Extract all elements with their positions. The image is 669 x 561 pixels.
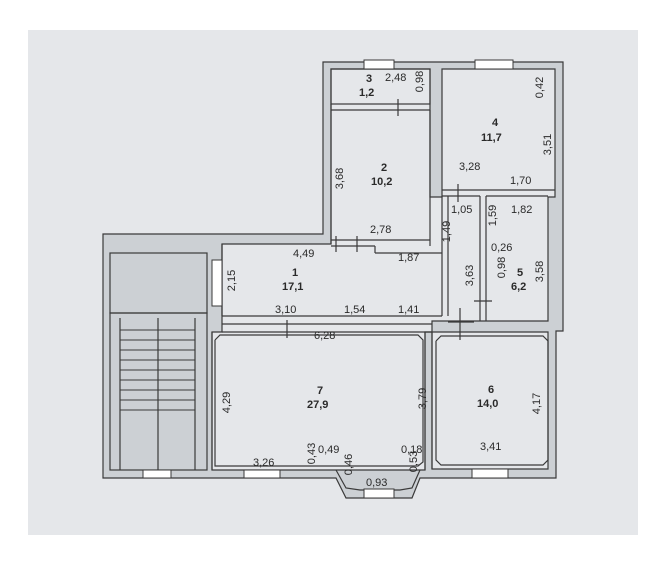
dim-label: 2,78 <box>370 224 392 236</box>
windows <box>142 59 514 499</box>
dim-label: 1,59 <box>487 204 500 227</box>
room-7-area: 27,9 <box>307 399 329 411</box>
dim-label: 0,93 <box>366 477 388 489</box>
dim-label: 3,58 <box>534 260 547 283</box>
dim-label: 4,29 <box>221 391 234 414</box>
stairwell <box>109 252 208 471</box>
dim-label: 3,68 <box>334 167 347 190</box>
dim-label: 1,82 <box>511 204 533 216</box>
dim-label: 1,87 <box>398 252 420 264</box>
dim-label: 3,79 <box>417 387 430 410</box>
dim-label: 1,54 <box>344 304 366 316</box>
room-1-number: 1 <box>292 267 299 279</box>
dim-label: 2,15 <box>226 269 239 292</box>
window-stair <box>142 469 172 479</box>
window-room6 <box>471 468 509 479</box>
dim-label: 1,05 <box>451 204 473 216</box>
window-bay <box>363 488 395 499</box>
window-room1 <box>211 259 223 307</box>
dim-label: 1,41 <box>398 304 420 316</box>
dim-label: 6,28 <box>314 330 336 342</box>
dim-label: 0,42 <box>534 76 547 99</box>
dim-label: 4,49 <box>293 248 315 260</box>
room-6-number: 6 <box>488 384 495 396</box>
window-room3 <box>363 59 395 70</box>
door-marks <box>286 99 492 340</box>
room-3-area: 1,2 <box>359 87 375 99</box>
room-5-number: 5 <box>517 267 524 279</box>
room-2-area: 10,2 <box>371 176 393 188</box>
room-3-number: 3 <box>366 73 373 85</box>
dim-label: 2,48 <box>385 72 407 84</box>
dim-label: 0,18 <box>401 444 423 456</box>
dim-label: 3,28 <box>459 161 481 173</box>
dim-label: 0,98 <box>414 70 427 93</box>
room-4-area: 11,7 <box>481 132 502 144</box>
dim-label: 3,10 <box>275 304 297 316</box>
dim-label: 3,41 <box>480 441 502 453</box>
window-room7 <box>243 469 281 479</box>
dim-label: 0,46 <box>343 453 356 476</box>
dim-label: 0,53 <box>408 450 421 473</box>
dim-label: 3,63 <box>464 264 477 287</box>
exterior-walls <box>102 61 564 499</box>
room-2-number: 2 <box>381 162 388 174</box>
dim-label: 0,49 <box>318 444 340 456</box>
dim-label: 3,26 <box>253 457 275 469</box>
room-5-area: 6,2 <box>511 281 527 293</box>
dim-label: 1,70 <box>510 175 532 187</box>
dim-label: 4,17 <box>531 392 544 415</box>
room-6-area: 14,0 <box>477 398 499 410</box>
interior-walls <box>211 68 555 491</box>
room-1-area: 17,1 <box>282 281 304 293</box>
window-room4 <box>474 59 514 70</box>
dim-label: 1,49 <box>441 220 454 243</box>
dim-label: 0,43 <box>306 442 319 465</box>
dim-label: 3,51 <box>542 133 555 156</box>
room-7-number: 7 <box>317 385 324 397</box>
room-4-number: 4 <box>492 117 499 129</box>
dim-label: 0,98 <box>496 256 509 279</box>
dim-label: 0,26 <box>491 242 513 254</box>
